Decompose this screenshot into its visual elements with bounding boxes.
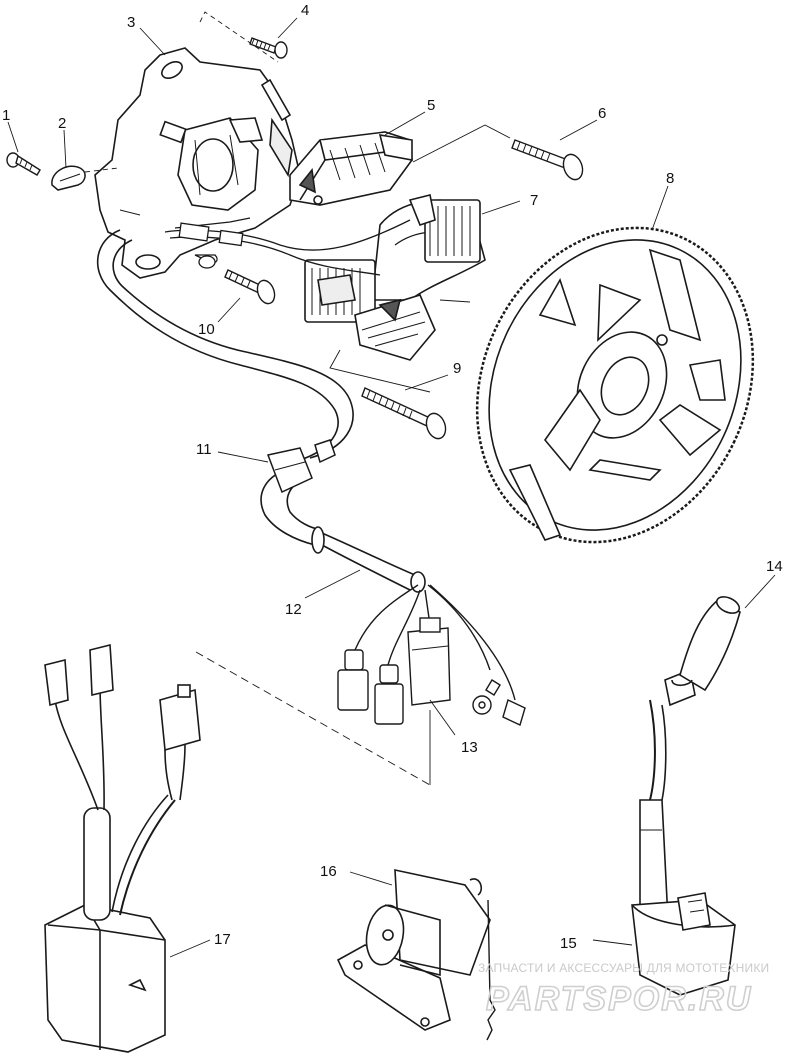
bolt-10 xyxy=(224,269,276,305)
callout-8: 8 xyxy=(666,170,674,187)
grommet-11 xyxy=(266,439,336,494)
watermark-tagline: ЗАПЧАСТИ И АКСЕССУАРЫ ДЛЯ МОТОТЕХНИКИ xyxy=(478,961,769,975)
callout-15: 15 xyxy=(560,935,577,952)
stator-plate xyxy=(94,47,301,279)
stator-wires xyxy=(164,217,411,276)
cdi-box-17 xyxy=(44,643,201,1053)
spark-plug-cap-14 xyxy=(664,596,741,707)
bolt-6 xyxy=(511,139,584,181)
watermark-brand: PARTSPOR.RU xyxy=(486,980,752,1018)
callout-5: 5 xyxy=(427,97,435,114)
coil-assembly-7 xyxy=(304,194,486,361)
callout-14: 14 xyxy=(766,558,783,575)
leader-lines xyxy=(7,17,669,599)
screw-1 xyxy=(6,152,41,176)
wire-harness xyxy=(96,229,426,593)
callout-6: 6 xyxy=(598,105,606,122)
callout-2: 2 xyxy=(58,115,66,132)
bolt-9 xyxy=(361,387,447,440)
callout-16: 16 xyxy=(320,863,337,880)
clip-2 xyxy=(51,165,86,191)
screw-4 xyxy=(249,37,288,59)
callout-labels: 1 2 3 4 5 6 7 8 9 10 11 12 13 14 15 16 1… xyxy=(2,2,783,952)
module-5 xyxy=(289,131,413,206)
callout-17: 17 xyxy=(214,931,231,948)
callout-1: 1 xyxy=(2,107,10,124)
callout-10: 10 xyxy=(198,321,215,338)
solenoid-16 xyxy=(336,868,496,1041)
flywheel-8 xyxy=(475,226,755,544)
callout-3: 3 xyxy=(127,14,135,31)
connectors-13 xyxy=(337,584,526,726)
callout-13: 13 xyxy=(461,739,478,756)
ignition-coil-15 xyxy=(631,699,736,996)
callout-4: 4 xyxy=(301,2,309,19)
callout-9: 9 xyxy=(453,360,461,377)
callout-12: 12 xyxy=(285,601,302,618)
callout-11: 11 xyxy=(196,441,212,458)
callout-7: 7 xyxy=(530,192,538,209)
